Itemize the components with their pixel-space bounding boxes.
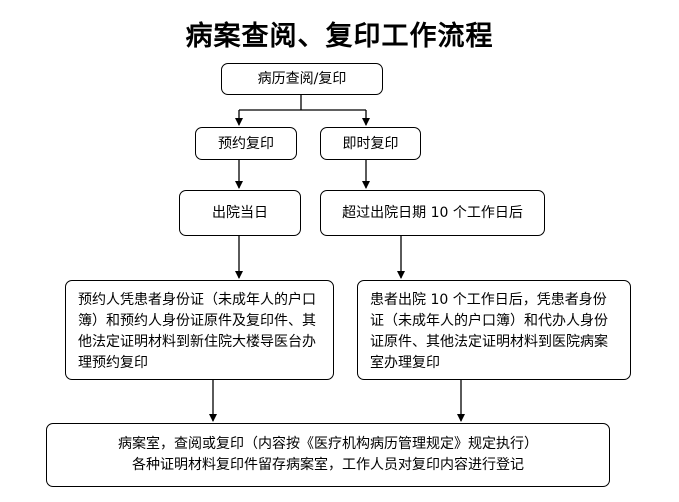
appointment-detail-node: 预约人凭患者身份证（未成年人的户口簿）和预约人身份证原件及复印件、其他法定证明材… xyxy=(65,280,334,380)
start-node: 病历查阅/复印 xyxy=(221,63,383,95)
page-title: 病案查阅、复印工作流程 xyxy=(185,21,494,52)
after-10-days-node: 超过出院日期 10 个工作日后 xyxy=(320,190,545,236)
final-node: 病案室，查阅或复印（内容按《医疗机构病历管理规定》规定执行） 各种证明材料复印件… xyxy=(46,423,610,487)
immediate-copy-node: 即时复印 xyxy=(320,127,421,160)
final-line-1: 病案室，查阅或复印（内容按《医疗机构病历管理规定》规定执行） xyxy=(118,436,538,452)
discharge-day-node: 出院当日 xyxy=(179,190,301,236)
immediate-detail-node: 患者出院 10 个工作日后，凭患者身份证（未成年人的户口簿）和代办人身份证原件、… xyxy=(357,280,631,380)
final-line-2: 各种证明材料复印件留存病案室，工作人员对复印内容进行登记 xyxy=(132,457,524,473)
appointment-copy-node: 预约复印 xyxy=(195,127,297,160)
